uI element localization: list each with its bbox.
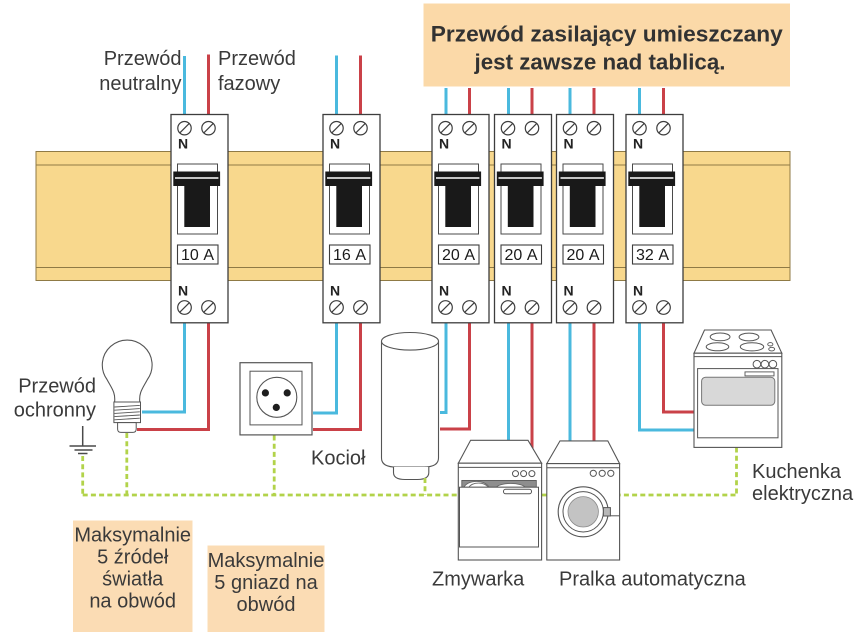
svg-text:N: N	[633, 283, 643, 299]
svg-text:Przewód: Przewód	[18, 376, 96, 398]
svg-text:A: A	[658, 247, 669, 264]
svg-text:N: N	[178, 136, 188, 152]
svg-text:na obwód: na obwód	[89, 591, 176, 613]
svg-text:N: N	[439, 283, 449, 299]
svg-text:5 źródeł: 5 źródeł	[97, 547, 169, 569]
svg-text:N: N	[502, 136, 512, 152]
svg-text:N: N	[439, 136, 449, 152]
svg-text:Maksymalnie: Maksymalnie	[208, 550, 325, 572]
svg-text:5 gniazd na: 5 gniazd na	[214, 572, 318, 594]
svg-text:A: A	[464, 247, 475, 264]
svg-text:N: N	[564, 136, 574, 152]
svg-text:jest zawsze nad tablicą.: jest zawsze nad tablicą.	[473, 50, 725, 75]
svg-text:A: A	[589, 247, 600, 264]
svg-text:N: N	[330, 283, 340, 299]
svg-text:20: 20	[567, 247, 585, 264]
svg-text:N: N	[502, 283, 512, 299]
svg-text:ochronny: ochronny	[14, 400, 96, 422]
svg-text:A: A	[203, 247, 214, 264]
svg-text:16: 16	[333, 247, 351, 264]
svg-text:A: A	[355, 247, 366, 264]
svg-text:Przewód zasilający umieszczany: Przewód zasilający umieszczany	[431, 22, 784, 47]
svg-text:20: 20	[505, 247, 523, 264]
svg-text:Maksymalnie: Maksymalnie	[74, 525, 191, 547]
svg-text:obwód: obwód	[237, 594, 296, 616]
svg-text:Zmywarka: Zmywarka	[432, 569, 525, 591]
svg-text:N: N	[564, 283, 574, 299]
svg-text:neutralny: neutralny	[99, 73, 181, 95]
svg-text:światła: światła	[102, 569, 164, 591]
svg-text:N: N	[178, 283, 188, 299]
svg-text:A: A	[527, 247, 538, 264]
svg-text:elektryczna: elektryczna	[752, 483, 854, 505]
svg-text:Kuchenka: Kuchenka	[752, 461, 842, 483]
svg-text:32: 32	[636, 247, 654, 264]
svg-text:20: 20	[442, 247, 460, 264]
svg-text:Pralka automatyczna: Pralka automatyczna	[559, 569, 747, 591]
svg-text:fazowy: fazowy	[218, 73, 280, 95]
svg-text:N: N	[330, 136, 340, 152]
svg-text:Przewód: Przewód	[104, 48, 182, 70]
svg-text:Kocioł: Kocioł	[311, 447, 366, 469]
svg-text:10: 10	[181, 247, 199, 264]
svg-text:N: N	[633, 136, 643, 152]
svg-text:Przewód: Przewód	[218, 48, 296, 70]
